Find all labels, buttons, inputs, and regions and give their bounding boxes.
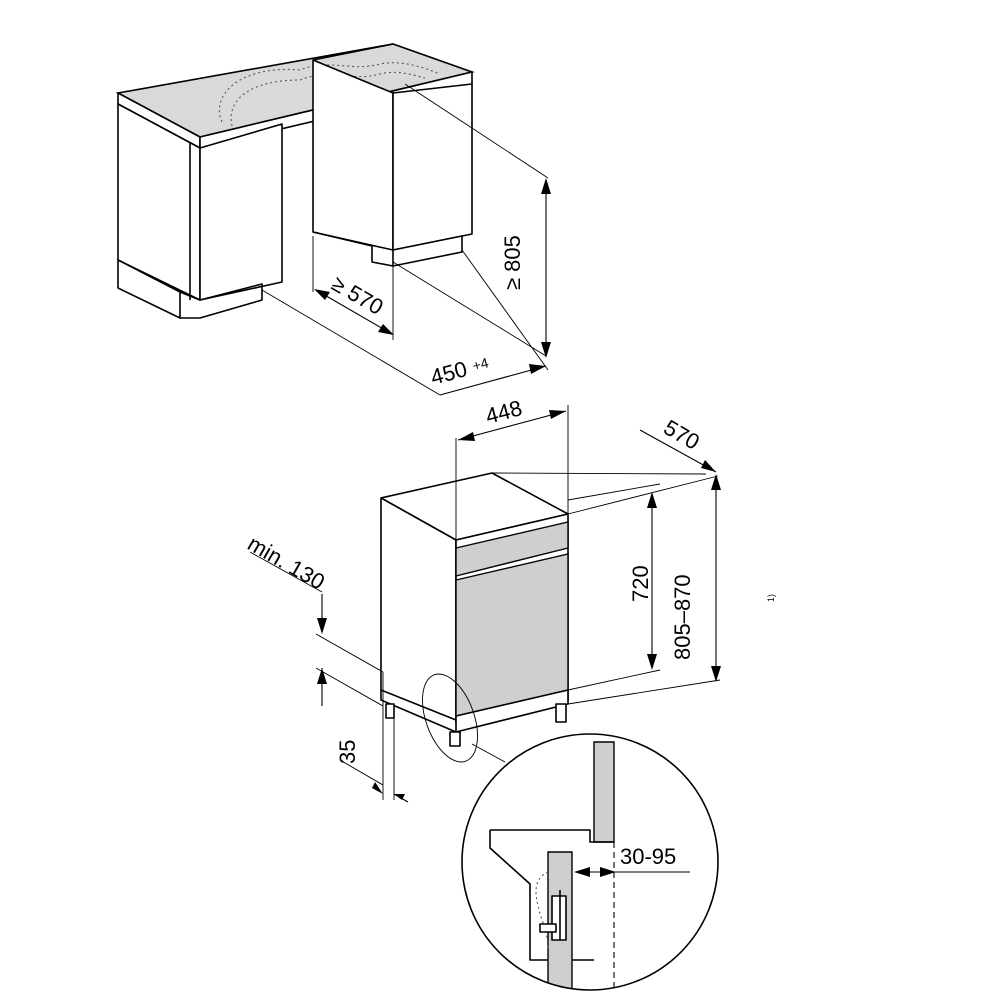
appliance-width-dimension-line bbox=[457, 410, 567, 441]
right-cabinet-plinth bbox=[392, 235, 463, 267]
door-panel bbox=[455, 553, 569, 717]
plinth-height-label: 35 bbox=[335, 740, 360, 764]
niche-outline-dotted bbox=[218, 62, 441, 123]
foot-front-right bbox=[555, 703, 567, 723]
detail-circle bbox=[461, 733, 719, 991]
left-cabinet-plinth-recess bbox=[179, 283, 263, 319]
total-height-footnote: 1) bbox=[766, 594, 776, 602]
appliance-drawing: 448 570 720 805–870 1) min. 130 35 bbox=[244, 395, 776, 803]
niche-depth-dimension-line bbox=[315, 289, 393, 335]
right-cabinet-plinth-recess bbox=[312, 231, 394, 267]
adjustment-label: 30-95 bbox=[620, 844, 676, 869]
detail-bracket bbox=[551, 895, 567, 941]
foot-front-left bbox=[449, 731, 461, 747]
control-panel bbox=[455, 521, 569, 577]
niche-depth-label: ≥ 570 bbox=[328, 271, 388, 320]
right-cabinet-side bbox=[312, 59, 394, 251]
right-cabinet-top-edge bbox=[312, 43, 394, 61]
right-cabinet-front bbox=[392, 83, 473, 251]
niche-height-label: ≥ 805 bbox=[500, 235, 525, 290]
appliance-depth-label: 570 bbox=[660, 415, 704, 455]
foot-rear-left bbox=[385, 703, 395, 719]
detail-door-panel bbox=[593, 741, 615, 843]
niche-width-tolerance: +4 bbox=[471, 354, 491, 374]
total-height-label: 805–870 bbox=[670, 574, 695, 660]
appliance-height-label: 720 bbox=[628, 565, 653, 602]
plinth-depth-label: min. 130 bbox=[244, 531, 330, 595]
detail-view: 30-95 bbox=[461, 733, 719, 991]
niche-width-dimension-line bbox=[439, 365, 547, 396]
niche-width-label: 450 bbox=[428, 356, 470, 390]
detail-marker-circle bbox=[422, 673, 478, 763]
left-cabinet-side bbox=[199, 123, 283, 301]
niche-drawing: ≥ 805 ≥ 570 450 +4 bbox=[115, 43, 551, 396]
